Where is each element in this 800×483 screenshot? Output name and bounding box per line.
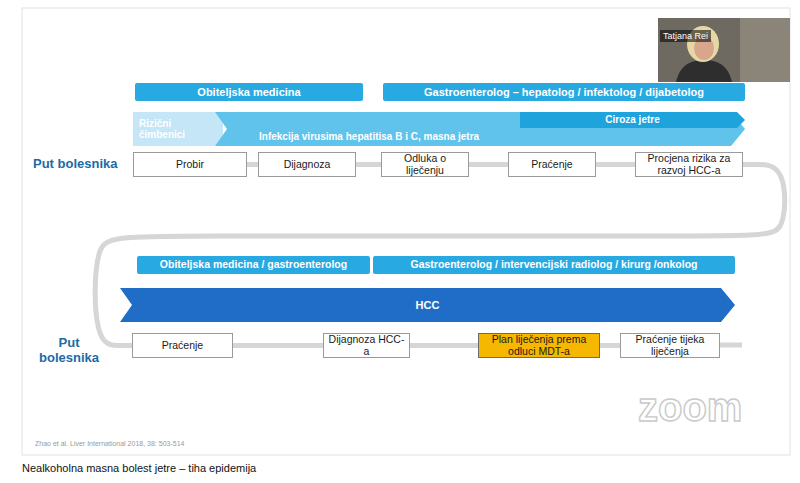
path-connector <box>410 343 478 348</box>
path-connector <box>247 162 258 167</box>
path-connector <box>469 162 508 167</box>
webcam-background <box>658 18 790 82</box>
stage-band: Ciroza jetre <box>520 112 745 128</box>
node-text: Infekcija virusima hepatitisa B i C, mas… <box>259 131 479 142</box>
path-connector <box>356 162 381 167</box>
path-connector <box>95 165 785 346</box>
band-outline <box>120 288 735 322</box>
process-box: Plan liječenja prema odluci MDT-a <box>478 333 600 358</box>
node-text: Dijagnoza HCC-a <box>327 334 406 358</box>
process-box: Dijagnoza HCC-a <box>323 333 410 358</box>
process-box: Praćenje tijeka liječenja <box>620 333 720 358</box>
path-stub <box>718 343 742 348</box>
role-header: Gastroenterolog – hepatolog / infektolog… <box>383 83 745 101</box>
node-text: Gastroenterolog – hepatolog / infektolog… <box>424 86 704 98</box>
role-header: Obiteljska medicina <box>135 83 363 101</box>
citation-note: Zhao et al. Liver International 2018, 38… <box>35 440 335 448</box>
node-text: Gastroenterolog / intervencijski radiolo… <box>410 259 697 271</box>
role-header: Obiteljska medicina / gastroenterolog <box>137 256 370 274</box>
node-text: Praćenje <box>531 159 572 171</box>
node-text: Procjena rizika za razvoj HCC-a <box>639 153 739 177</box>
path-connector <box>600 343 620 348</box>
node-text: Probir <box>176 159 204 171</box>
process-box: Procjena rizika za razvoj HCC-a <box>635 152 743 177</box>
webcam-thumbnail <box>658 18 790 82</box>
stage-band: Rizični čimbenici <box>133 112 223 146</box>
band-outline <box>520 112 745 128</box>
row-label: Put bolesnika <box>36 336 102 366</box>
node-text: Dijagnoza <box>284 159 331 171</box>
slide-frame <box>22 8 790 455</box>
process-box: Praćenje <box>132 333 233 358</box>
node-text: Odluka o liječenju <box>385 153 465 177</box>
node-text: Plan liječenja prema odluci MDT-a <box>482 334 596 358</box>
node-text: HCC <box>416 299 440 311</box>
band-outline <box>215 112 745 146</box>
page-caption: Nealkoholna masna bolest jetre – tiha ep… <box>22 462 256 474</box>
node-text: Praćenje tijeka liječenja <box>624 334 716 358</box>
stage-band: Infekcija virusima hepatitisa B i C, mas… <box>215 112 745 146</box>
stage-band: HCC <box>120 288 735 322</box>
speaker-name: Tatjana Rei <box>660 30 711 42</box>
row-label: Put bolesnika <box>33 157 129 172</box>
webcam-wall <box>740 18 790 82</box>
node-text: Praćenje <box>162 340 203 352</box>
path-connector <box>596 162 635 167</box>
watermark: zoom <box>638 384 742 430</box>
process-box: Probir <box>133 152 247 177</box>
role-header: Gastroenterolog / intervencijski radiolo… <box>373 256 735 274</box>
process-box: Dijagnoza <box>258 152 356 177</box>
node-text: Ciroza jetre <box>605 114 659 125</box>
process-box: Odluka o liječenju <box>381 152 469 177</box>
node-text: Obiteljska medicina <box>197 86 300 98</box>
path-connector <box>233 343 323 348</box>
node-text: Rizični čimbenici <box>139 118 193 140</box>
node-text: Obiteljska medicina / gastroenterolog <box>160 259 347 271</box>
webcam-person-body <box>676 60 732 82</box>
process-box: Praćenje <box>508 152 596 177</box>
